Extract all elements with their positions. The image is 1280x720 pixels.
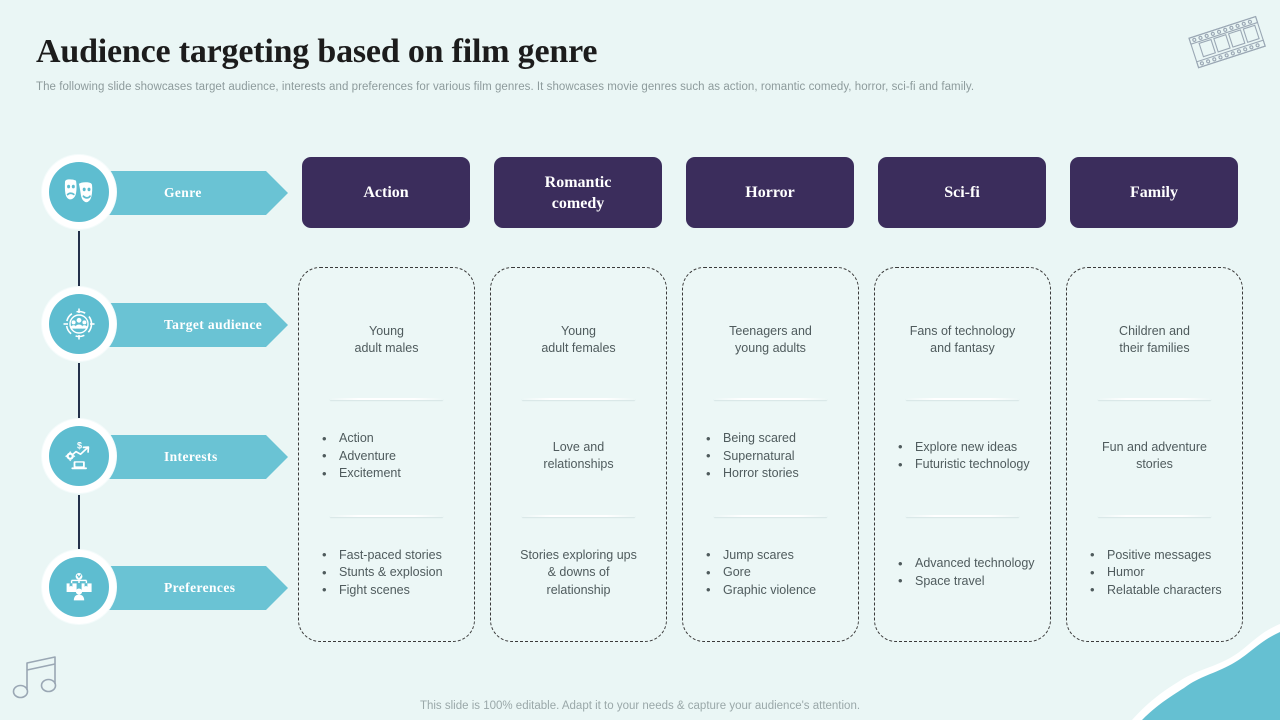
genre-chip-family[interactable]: Family [1070,157,1238,228]
list-item: Humor [1090,564,1231,582]
interests-list: Explore new ideasFuturistic technology [884,438,1041,474]
list-item: Supernatural [706,447,847,466]
card-cell-interests: Explore new ideasFuturistic technology [884,398,1041,514]
preferences-list: Jump scaresGoreGraphic violence [692,546,849,600]
list-item: Gore [706,564,847,582]
card-cell-preferences: Advanced technologySpace travel [884,514,1041,631]
rail-item-genre[interactable]: Genre [36,155,291,231]
page-title: Audience targeting based on film genre [36,33,598,70]
rail-item-label: Preferences [164,580,236,595]
preferences-list: Fast-paced storiesStunts & explosionFigh… [308,546,465,600]
rail-item-label: Target audience [164,317,263,332]
genre-chip-sci-fi[interactable]: Sci-fi [878,157,1046,228]
rail-item-interests[interactable]: Interests $ [36,419,291,495]
svg-text:$: $ [77,441,82,451]
list-item: Stunts & explosion [322,564,463,582]
theater-masks-icon [64,179,93,204]
list-item: Action [322,430,463,448]
list-item: Explore new ideas [898,438,1039,457]
rail-icon-wrap-genre [42,155,116,229]
rail-connector [78,231,80,287]
rail-arrow-target-audience[interactable]: Target audience [88,303,288,347]
genre-chip-label: Horror [745,184,795,201]
footer-note: This slide is 100% editable. Adapt it to… [419,700,861,712]
interests-list: ActionAdventureExcitement [308,430,465,483]
card-cell-preferences: Fast-paced storiesStunts & explosionFigh… [308,514,465,631]
list-item: Advanced technology [898,555,1039,573]
list-item: Fast-paced stories [322,546,463,565]
list-item: Being scared [706,430,847,448]
rail-icon-wrap-preferences [42,550,116,624]
genre-chip-label: Sci-fi [944,184,980,201]
list-item: Fight scenes [322,581,463,600]
page-subtitle: The following slide showcases target aud… [36,81,975,93]
rail-icon-wrap-interests: $ [42,419,116,493]
preferences-list: Advanced technologySpace travel [884,555,1041,590]
rail-item-preferences[interactable]: Preferences [36,550,291,626]
list-item: Space travel [898,572,1039,591]
list-item: Positive messages [1090,546,1231,565]
rail-connector [78,363,80,419]
rail-item-target-audience[interactable]: Target audience [36,287,291,363]
rail-item-label: Genre [164,185,202,200]
card-cell-interests: ActionAdventureExcitement [308,398,465,514]
list-item: Adventure [322,447,463,466]
list-item: Relatable characters [1090,581,1231,600]
card-cell-interests: Being scaredSupernaturalHorror stories [692,398,849,514]
category-rail: Genre Target audience [36,155,291,635]
list-item: Horror stories [706,465,847,483]
corner-wave-shape [1132,624,1280,720]
genre-chip-action[interactable]: Action [302,157,470,228]
product-preferences-icon [66,573,92,601]
list-item: Excitement [322,465,463,483]
genre-chip-label: Action [363,184,409,201]
card-cell-preferences: Jump scaresGoreGraphic violence [692,514,849,631]
film-strip-icon [1188,15,1266,69]
music-note-icon [12,656,57,699]
rail-connector [78,495,80,550]
genre-chip-horror[interactable]: Horror [686,157,854,228]
list-item: Futuristic technology [898,456,1039,474]
growth-interests-icon: $ [65,441,90,470]
slide-header: Audience targeting based on film genre T… [36,30,1036,93]
genre-chip-label: Family [1130,184,1178,201]
target-audience-icon [63,308,95,340]
rail-arrow-genre[interactable]: Genre [88,171,288,215]
card-cell-preferences: Positive messagesHumorRelatable characte… [1076,514,1233,631]
rail-arrow-preferences[interactable]: Preferences [88,566,288,610]
preferences-list: Positive messagesHumorRelatable characte… [1076,546,1233,600]
rail-icon-wrap-target-audience [42,287,116,361]
rail-item-label: Interests [164,449,218,464]
list-item: Jump scares [706,546,847,565]
interests-list: Being scaredSupernaturalHorror stories [692,430,849,483]
list-item: Graphic violence [706,581,847,600]
rail-arrow-interests[interactable]: Interests [88,435,288,479]
